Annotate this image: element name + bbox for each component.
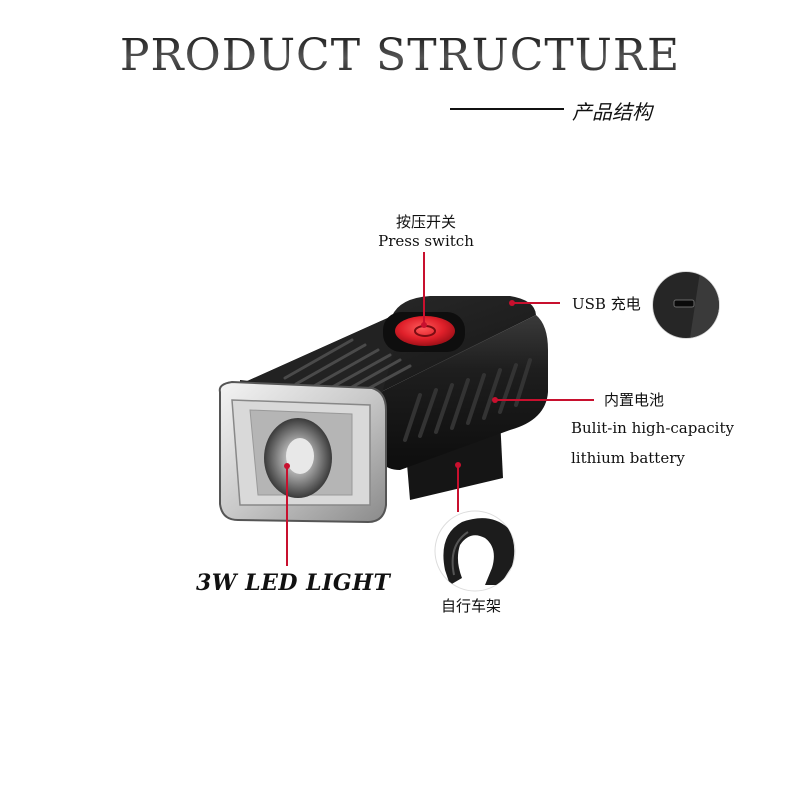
subtitle-divider: [450, 108, 564, 110]
led-light-label: 3W LED LIGHT: [196, 570, 391, 596]
usb-charge-label: USB 充电: [572, 295, 641, 313]
led-lens: [218, 380, 387, 524]
press-switch-label-en: Press switch: [378, 232, 474, 250]
battery-label-cn: 内置电池: [604, 391, 665, 409]
bike-mount-inset: [434, 510, 516, 592]
side-ribs: [403, 358, 532, 442]
battery-label-en-1: Bulit-in high-capacity: [571, 419, 734, 437]
press-switch-label-cn: 按压开关: [395, 213, 456, 231]
usb-port-inset: [652, 271, 720, 339]
page-subtitle: 产品结构: [572, 100, 652, 124]
bike-mount-label: 自行车架: [441, 597, 502, 615]
callout-lines: [284, 252, 594, 566]
page-title: PRODUCT STRUCTURE: [119, 30, 681, 81]
battery-label-en-2: lithium battery: [571, 449, 685, 467]
press-switch-button: [383, 312, 465, 352]
